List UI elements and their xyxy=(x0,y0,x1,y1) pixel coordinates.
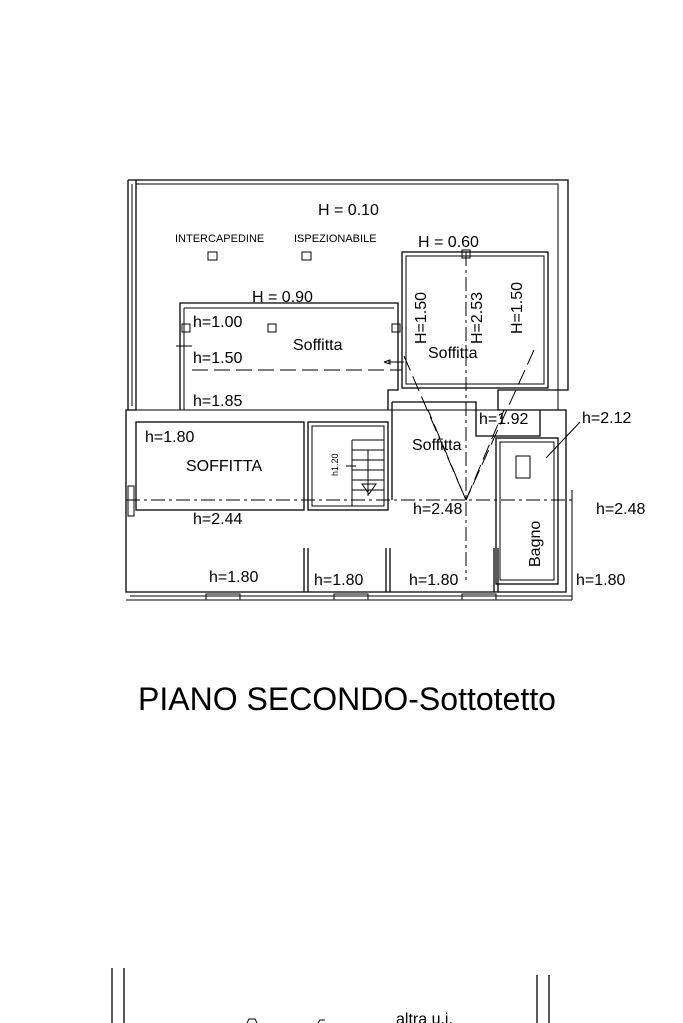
room-walls xyxy=(126,401,581,592)
label-soffitta-right: Soffitta xyxy=(428,345,478,362)
label-h-090: H = 0.90 xyxy=(252,289,313,306)
attic-walls xyxy=(135,183,559,580)
label-h-180-b1: h=1.80 xyxy=(209,569,258,586)
label-h-010: H = 0.10 xyxy=(318,202,379,219)
label-soffitta-caps: SOFFITTA xyxy=(186,458,262,475)
label-h-180-b3: h=1.80 xyxy=(409,572,458,589)
label-ispezionabile: ISPEZIONABILE xyxy=(294,233,377,245)
plan-title: PIANO SECONDO-Sottotetto xyxy=(138,681,556,717)
label-h-212: h=2.12 xyxy=(582,410,631,427)
label-stair-height: h1.20 xyxy=(330,453,340,476)
label-altra-ui: altra u.i. xyxy=(396,1011,453,1023)
label-h-150-left: h=1.50 xyxy=(193,350,242,367)
stair xyxy=(346,439,384,506)
label-h-180-b2: h=1.80 xyxy=(314,572,363,589)
label-h-180-top: h=1.80 xyxy=(145,429,194,446)
label-vertical-150-b: H=1.50 xyxy=(509,282,526,334)
label-vertical-253: H=2.53 xyxy=(469,292,486,344)
label-h-060: H = 0.60 xyxy=(418,234,479,251)
label-vertical-150-a: H=1.50 xyxy=(413,292,430,344)
label-soffitta-left: Soffitta xyxy=(293,337,343,354)
label-h-244: h=2.44 xyxy=(193,511,242,528)
label-h-192: h=1.92 xyxy=(479,411,528,428)
label-soffitta-center: Soffitta xyxy=(412,437,462,454)
label-intercapedine: INTERCAPEDINE xyxy=(175,233,264,245)
label-h-180-b4: h=1.80 xyxy=(576,572,625,589)
plan-labels: H = 0.10 INTERCAPEDINE ISPEZIONABILE H =… xyxy=(145,202,645,589)
window-marks xyxy=(127,485,497,601)
slope-lines xyxy=(403,349,535,501)
label-h-100: h=1.00 xyxy=(193,314,242,331)
label-bagno: Bagno xyxy=(527,521,544,567)
label-h-185: h=1.85 xyxy=(193,393,242,410)
label-h-248-right: h=2.48 xyxy=(596,501,645,518)
hatch-markers xyxy=(181,251,401,333)
lower-plan-fragment: altra u.i. xyxy=(111,968,550,1023)
label-h-248-center: h=2.48 xyxy=(413,501,462,518)
